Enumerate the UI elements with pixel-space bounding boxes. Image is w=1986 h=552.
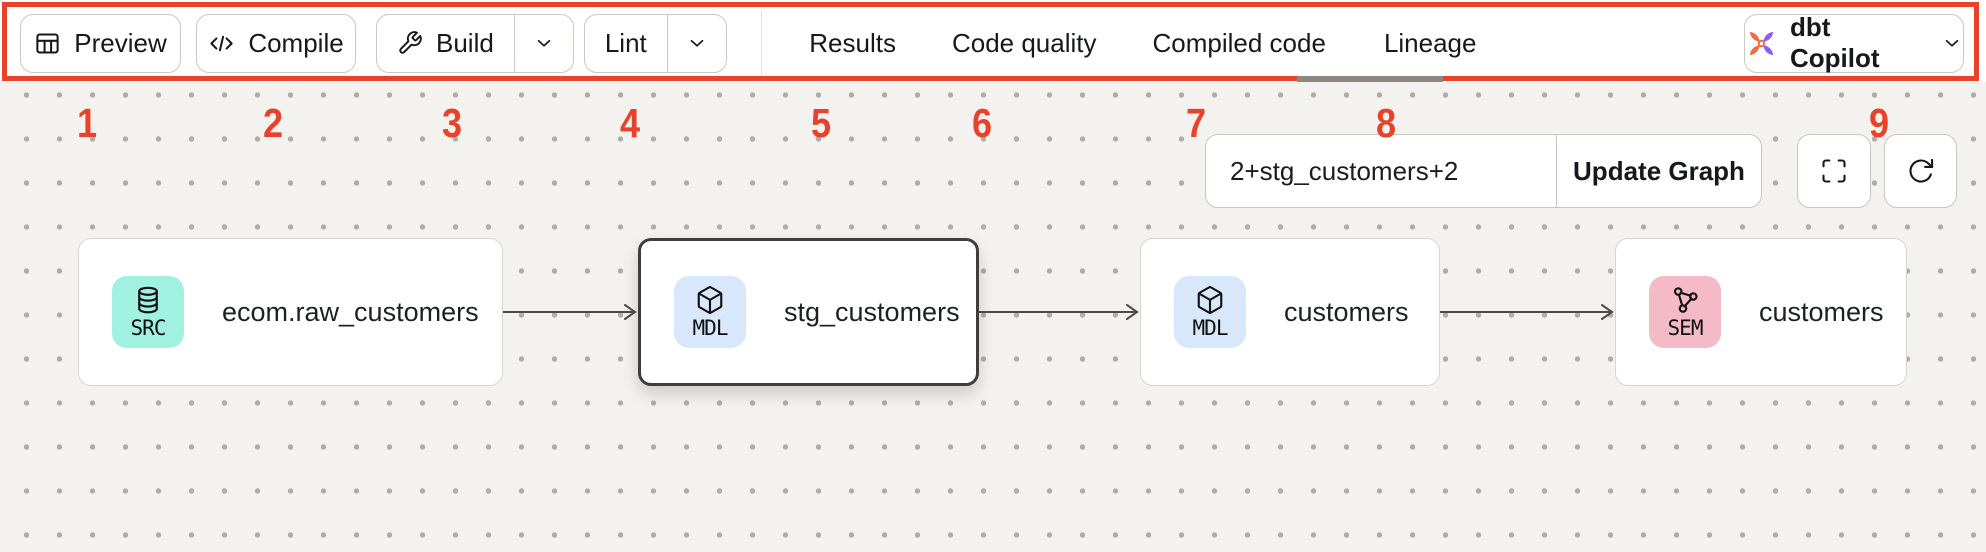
node-source-raw-customers[interactable]: SRC ecom.raw_customers [78,238,503,386]
selector-input[interactable] [1206,135,1556,207]
dbt-logo-icon [1745,27,1778,60]
update-graph-button[interactable]: Update Graph [1573,155,1745,186]
selector-divider [1555,135,1557,207]
build-button[interactable]: Build [377,15,514,72]
badge-label: SEM [1667,316,1704,340]
database-icon [133,285,163,315]
dbt-copilot-button[interactable]: dbt Copilot [1744,12,1964,73]
copilot-label: dbt Copilot [1790,12,1880,73]
callout-7: 7 [1185,100,1207,146]
badge-label: MDL [1192,316,1229,340]
badge-label: SRC [130,316,167,340]
lint-button-group: Lint [583,13,727,73]
callout-4: 4 [619,100,641,146]
refresh-icon [1907,157,1935,185]
node-type-badge: MDL [674,276,746,348]
tab-lineage[interactable]: Lineage [1383,27,1477,58]
node-type-badge: SRC [112,276,184,348]
callout-5: 5 [810,100,832,146]
callout-1: 1 [76,100,98,146]
node-model-customers[interactable]: MDL customers [1140,238,1440,386]
lint-button[interactable]: Lint [585,15,667,72]
node-type-badge: SEM [1649,276,1721,348]
node-type-badge: MDL [1174,276,1246,348]
chevron-down-icon [1941,32,1963,54]
semantic-model-icon [1670,285,1700,315]
refresh-button[interactable] [1884,134,1957,208]
build-label: Build [436,27,494,58]
fullscreen-button[interactable] [1797,134,1871,208]
callout-6: 6 [971,100,993,146]
node-model-stg-customers[interactable]: MDL stg_customers [638,238,979,386]
lint-dropdown-button[interactable] [666,14,726,72]
badge-label: MDL [692,316,729,340]
preview-button[interactable]: Preview [20,13,181,73]
callout-3: 3 [441,100,463,146]
chevron-down-icon [686,32,708,54]
build-button-group: Build [376,13,574,73]
wrench-icon [397,30,423,56]
toolbar-divider [760,10,763,76]
callout-9: 9 [1868,100,1890,146]
lineage-selector: Update Graph [1205,134,1762,208]
edge-arrow [503,304,637,320]
node-label: stg_customers [784,296,960,327]
cube-icon [1195,285,1225,315]
node-label: ecom.raw_customers [222,296,479,327]
callout-2: 2 [262,100,284,146]
code-icon [208,30,235,57]
compile-label: Compile [248,27,344,58]
callout-8: 8 [1375,100,1397,146]
active-tab-indicator [1297,76,1443,82]
chevron-down-icon [533,32,555,54]
tab-results[interactable]: Results [809,27,896,58]
build-dropdown-button[interactable] [513,14,573,72]
fullscreen-icon [1820,157,1848,185]
table-icon [34,30,61,57]
preview-label: Preview [74,27,167,58]
cube-icon [695,285,725,315]
node-label: customers [1759,296,1884,327]
edge-arrow [1440,304,1614,320]
edge-arrow [979,304,1139,320]
tab-code-quality[interactable]: Code quality [951,27,1097,58]
node-label: customers [1284,296,1409,327]
lint-label: Lint [604,27,647,58]
compile-button[interactable]: Compile [196,13,356,73]
toolbar: Preview Compile Build [0,0,1986,82]
node-semantic-customers[interactable]: SEM customers [1615,238,1907,386]
tab-compiled-code[interactable]: Compiled code [1152,27,1326,58]
